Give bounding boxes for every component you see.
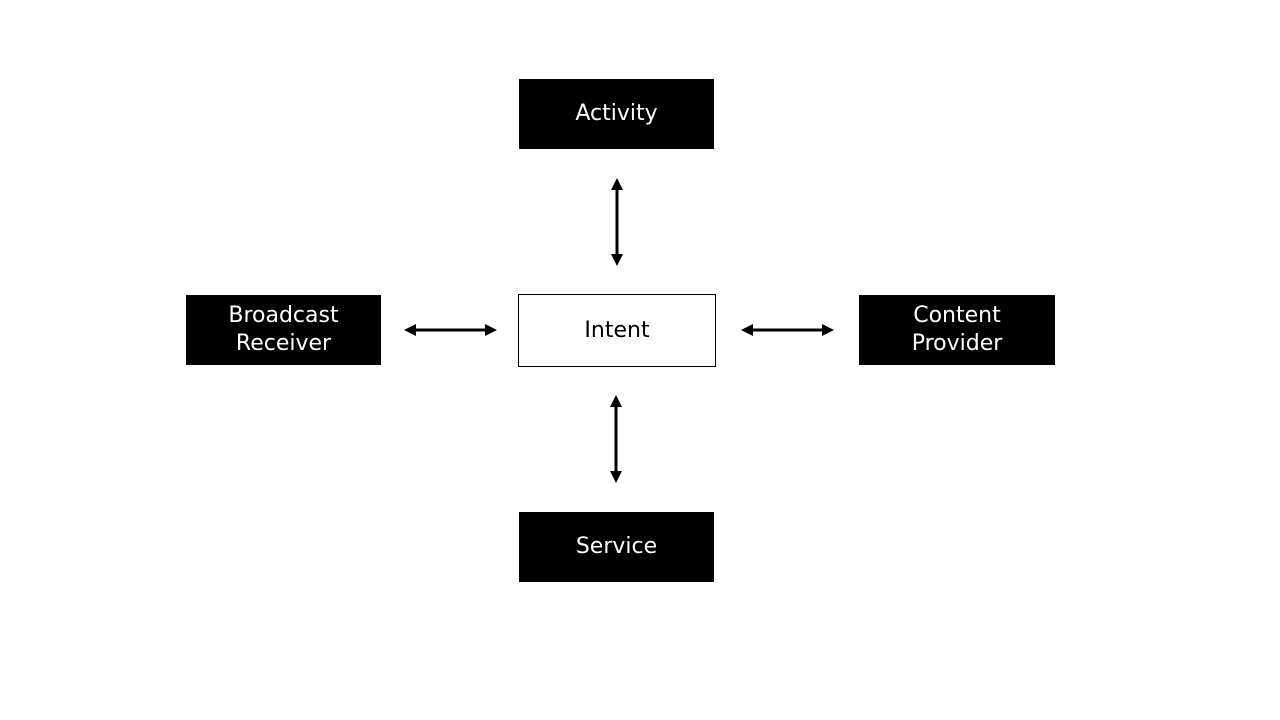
content-provider-node: Content Provider	[859, 295, 1055, 365]
intent-label: Intent	[584, 317, 650, 343]
arrow-intent-activity	[611, 178, 623, 266]
arrow-intent-broadcast-receiver	[404, 324, 497, 336]
activity-node: Activity	[519, 79, 714, 149]
service-label: Service	[575, 534, 658, 559]
arrow-intent-content-provider	[741, 324, 834, 336]
activity-label: Activity	[575, 101, 658, 126]
service-node: Service	[519, 512, 714, 582]
arrow-intent-service	[610, 395, 622, 483]
intent-node: Intent	[518, 294, 716, 367]
content-provider-label: Content Provider	[911, 303, 1003, 356]
broadcast-receiver-node: Broadcast Receiver	[186, 295, 381, 365]
broadcast-receiver-label: Broadcast Receiver	[228, 303, 339, 356]
